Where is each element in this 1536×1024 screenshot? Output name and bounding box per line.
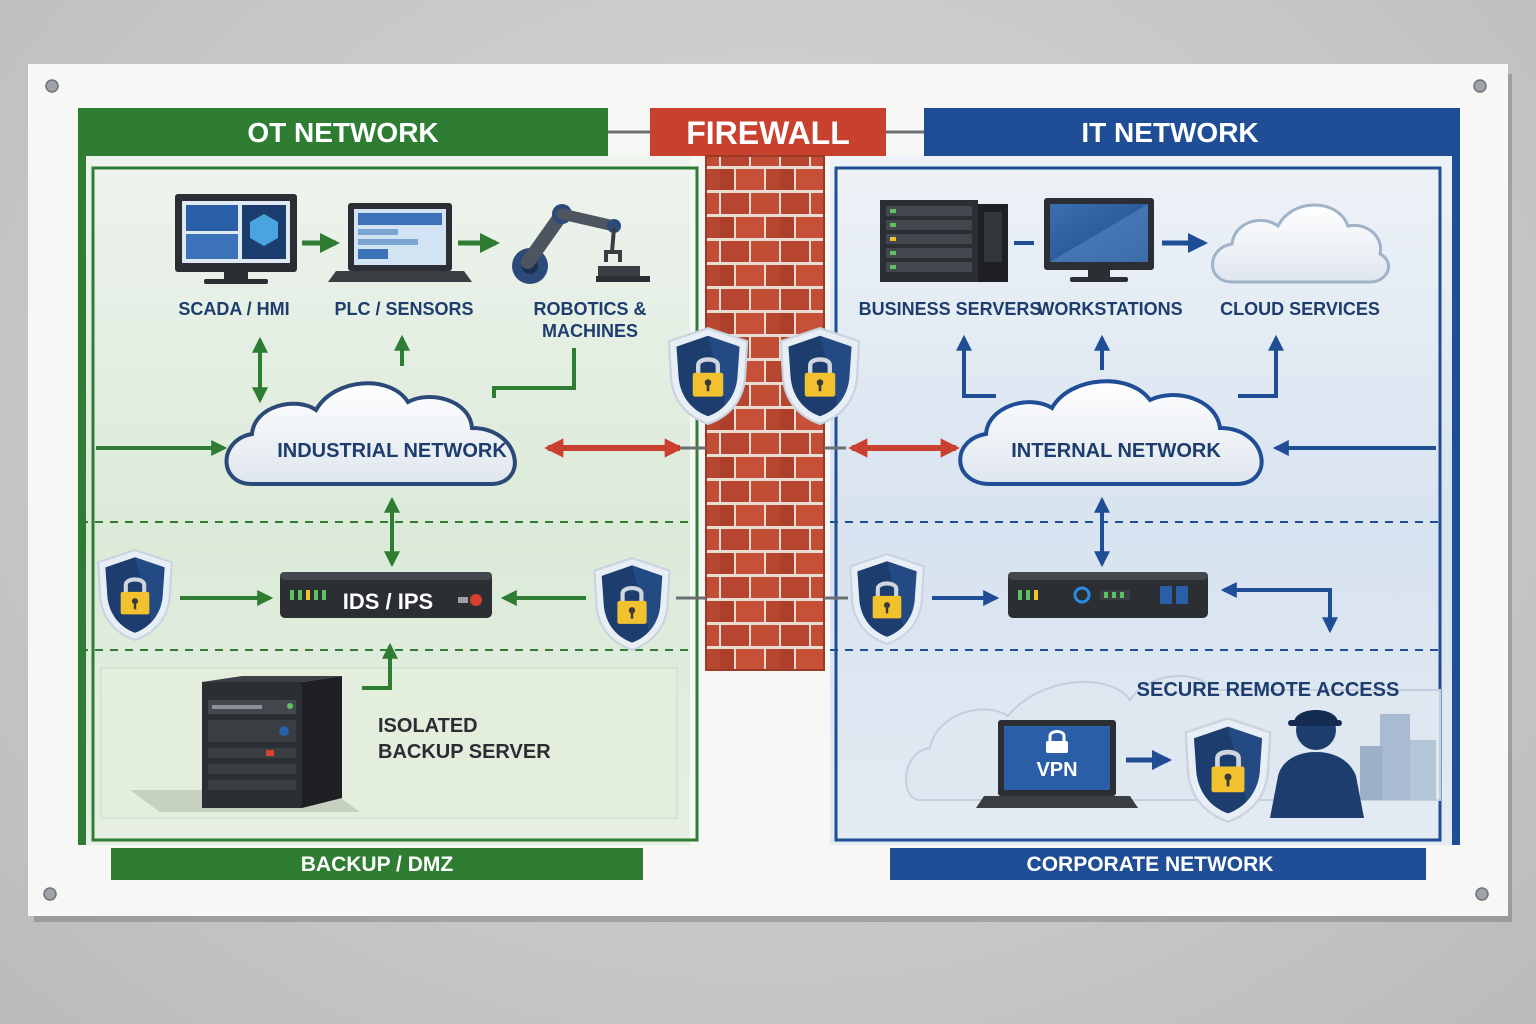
ids-ips-label: IDS / IPS bbox=[343, 589, 433, 614]
it-network-header: IT NETWORK bbox=[924, 108, 1458, 156]
internal-network-label: INTERNAL NETWORK bbox=[1011, 440, 1221, 462]
ot-network-title: OT NETWORK bbox=[247, 117, 438, 148]
secure-remote-access-label: SECURE REMOTE ACCESS bbox=[1137, 679, 1400, 701]
cloud-services-label: CLOUD SERVICES bbox=[1220, 299, 1380, 319]
mounting-screws bbox=[43, 79, 1489, 901]
ot-network-header: OT NETWORK bbox=[78, 108, 608, 156]
firewall-title: FIREWALL bbox=[686, 115, 850, 151]
workstations-monitor-icon bbox=[1044, 198, 1154, 282]
it-network-title: IT NETWORK bbox=[1081, 117, 1258, 148]
scada-hmi-label: SCADA / HMI bbox=[178, 299, 289, 319]
robotics-label-line1: ROBOTICS & bbox=[533, 299, 646, 319]
industrial-network-cloud bbox=[224, 381, 517, 486]
cloud-services-icon bbox=[1211, 203, 1391, 284]
it-security-appliance-icon bbox=[1008, 572, 1208, 618]
isolated-backup-server-icon bbox=[130, 676, 360, 812]
firewall-header: FIREWALL bbox=[650, 108, 886, 156]
vpn-laptop-icon bbox=[976, 720, 1138, 808]
remote-user-icon bbox=[1270, 710, 1364, 818]
business-servers-label: BUSINESS SERVERS bbox=[859, 299, 1042, 319]
industrial-network-label: INDUSTRIAL NETWORK bbox=[277, 440, 507, 462]
vpn-label: VPN bbox=[1036, 759, 1077, 781]
backup-server-label-line1: ISOLATED bbox=[378, 715, 478, 737]
business-servers-rack-icon bbox=[880, 200, 1008, 282]
plc-sensors-laptop-icon bbox=[328, 203, 472, 282]
robotics-label-line2: MACHINES bbox=[542, 321, 638, 341]
robotic-arm-icon bbox=[512, 204, 650, 284]
corporate-network-banner: CORPORATE NETWORK bbox=[890, 848, 1426, 880]
backup-server-label-line2: BACKUP SERVER bbox=[378, 741, 551, 763]
scada-hmi-monitor-icon bbox=[175, 194, 297, 284]
ids-ips-appliance-icon bbox=[280, 572, 492, 618]
workstations-label: WORKSTATIONS bbox=[1037, 299, 1182, 319]
backup-dmz-banner: BACKUP / DMZ bbox=[111, 848, 643, 880]
corporate-network-label: CORPORATE NETWORK bbox=[1027, 853, 1274, 876]
backup-dmz-label: BACKUP / DMZ bbox=[301, 853, 454, 876]
plc-sensors-label: PLC / SENSORS bbox=[334, 299, 473, 319]
internal-network-cloud bbox=[958, 379, 1264, 486]
